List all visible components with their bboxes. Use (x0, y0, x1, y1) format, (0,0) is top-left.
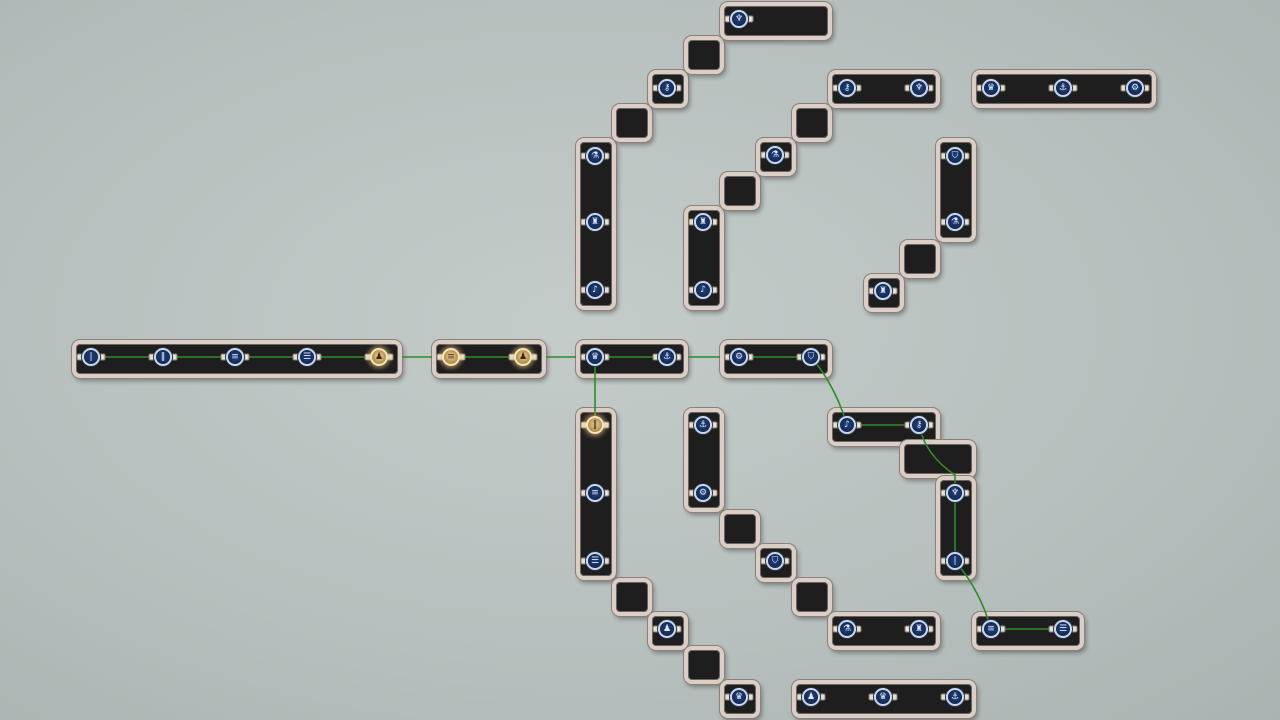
crown-icon[interactable]: ♛ (586, 348, 604, 366)
II-icon[interactable]: ‖ (154, 348, 172, 366)
III-icon[interactable]: ≡ (226, 348, 244, 366)
segment-upper-mid-stairs-part-2[interactable] (792, 104, 832, 142)
anchor-icon[interactable]: ⚓ (694, 416, 712, 434)
segment-upper-left-stairs-part-2[interactable] (684, 36, 724, 74)
III-icon[interactable]: ≡ (442, 348, 460, 366)
segment-lower-mid-col-part-1[interactable] (720, 510, 760, 548)
segment-upper-left-stairs[interactable] (612, 104, 652, 142)
cup-icon[interactable]: ♆ (730, 10, 748, 28)
cup-icon[interactable]: ♆ (910, 79, 928, 97)
key-icon[interactable]: ⚷ (838, 79, 856, 97)
pawn-icon[interactable]: ♟ (802, 688, 820, 706)
I-icon[interactable]: | (946, 552, 964, 570)
flask-icon[interactable]: ⚗ (766, 146, 784, 164)
flask-icon[interactable]: ⚗ (586, 147, 604, 165)
gear-icon[interactable]: ⚙ (730, 348, 748, 366)
IIII-icon[interactable]: ☰ (586, 552, 604, 570)
gear-icon[interactable]: ⚙ (694, 484, 712, 502)
crown-icon[interactable]: ♛ (874, 688, 892, 706)
crown-icon[interactable]: ♛ (730, 688, 748, 706)
tower-icon[interactable]: ♜ (874, 282, 892, 300)
segment-lower-mid-col-part-3[interactable] (792, 578, 832, 616)
shield-icon[interactable]: ⛉ (802, 348, 820, 366)
cup-icon[interactable]: ♆ (946, 484, 964, 502)
pawn-icon[interactable]: ♟ (514, 348, 532, 366)
segment-root-bar[interactable] (72, 340, 402, 378)
shield-icon[interactable]: ⛉ (946, 147, 964, 165)
key-icon[interactable]: ⚷ (658, 79, 676, 97)
flask-icon[interactable]: ⚗ (838, 620, 856, 638)
tower-icon[interactable]: ♜ (910, 620, 928, 638)
pawn-icon[interactable]: ♟ (370, 348, 388, 366)
anchor-icon[interactable]: ⚓ (658, 348, 676, 366)
segment-lower-right-elbow-part-1[interactable] (900, 440, 976, 478)
tower-icon[interactable]: ♜ (694, 213, 712, 231)
III-icon[interactable]: ≡ (586, 484, 604, 502)
bell-icon[interactable]: ♪ (838, 416, 856, 434)
segment-lower-left-stairs[interactable] (612, 578, 652, 616)
key-icon[interactable]: ⚷ (910, 416, 928, 434)
segment-upper-right-col-part-1[interactable] (900, 240, 940, 278)
bell-icon[interactable]: ♪ (586, 281, 604, 299)
shield-icon[interactable]: ⛉ (766, 552, 784, 570)
II-icon[interactable]: ‖ (586, 416, 604, 434)
tower-icon[interactable]: ♜ (586, 213, 604, 231)
IIII-icon[interactable]: ☰ (298, 348, 316, 366)
segment-lower-left-stairs-part-2[interactable] (684, 646, 724, 684)
IIII-icon[interactable]: ☰ (1054, 620, 1072, 638)
gear-icon[interactable]: ⚙ (1126, 79, 1144, 97)
crown-icon[interactable]: ♛ (982, 79, 1000, 97)
pawn-icon[interactable]: ♟ (658, 620, 676, 638)
segment-upper-mid-stairs[interactable] (720, 172, 760, 210)
bell-icon[interactable]: ♪ (694, 281, 712, 299)
anchor-icon[interactable]: ⚓ (946, 688, 964, 706)
III-icon[interactable]: ≡ (982, 620, 1000, 638)
I-icon[interactable]: | (82, 348, 100, 366)
flask-icon[interactable]: ⚗ (946, 213, 964, 231)
anchor-icon[interactable]: ⚓ (1054, 79, 1072, 97)
